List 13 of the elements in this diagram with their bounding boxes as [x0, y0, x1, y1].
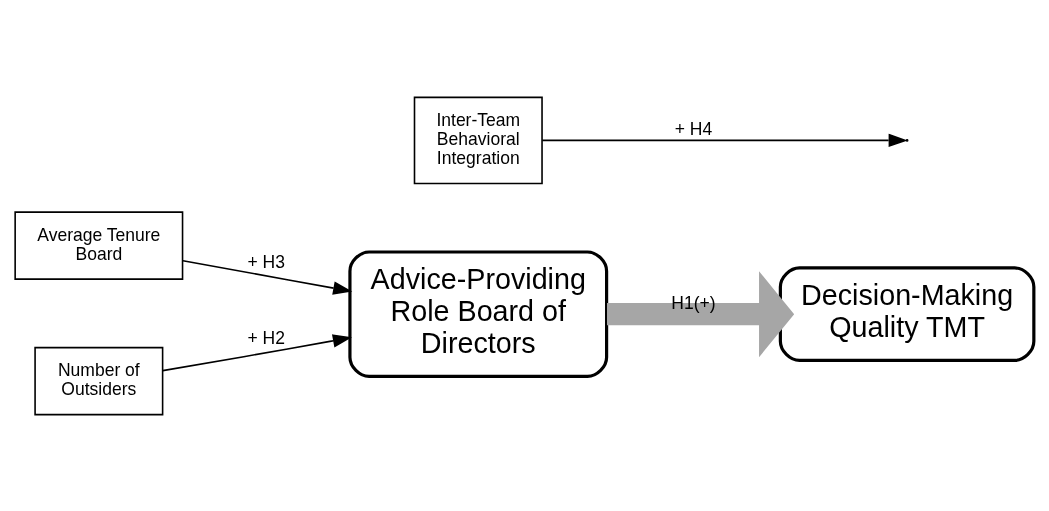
- node-box: Decision-Making Quality TMT: [778, 265, 1036, 362]
- edge-label: + H3: [247, 251, 285, 272]
- node-box: Advice-Providing Role Board of Directors: [348, 249, 609, 378]
- edge-label: + H2: [247, 327, 285, 348]
- arrow: [162, 333, 352, 371]
- edge-label: + H4: [674, 118, 713, 139]
- arrow: [182, 259, 353, 295]
- node-box: Number of Outsiders: [34, 346, 164, 415]
- edge-label: H1(+): [671, 292, 716, 313]
- arrow: [607, 270, 795, 357]
- node-box: Inter-Team Behavioral Integration: [413, 96, 543, 184]
- arrow: [541, 133, 908, 147]
- node-box: Average Tenure Board: [14, 210, 184, 280]
